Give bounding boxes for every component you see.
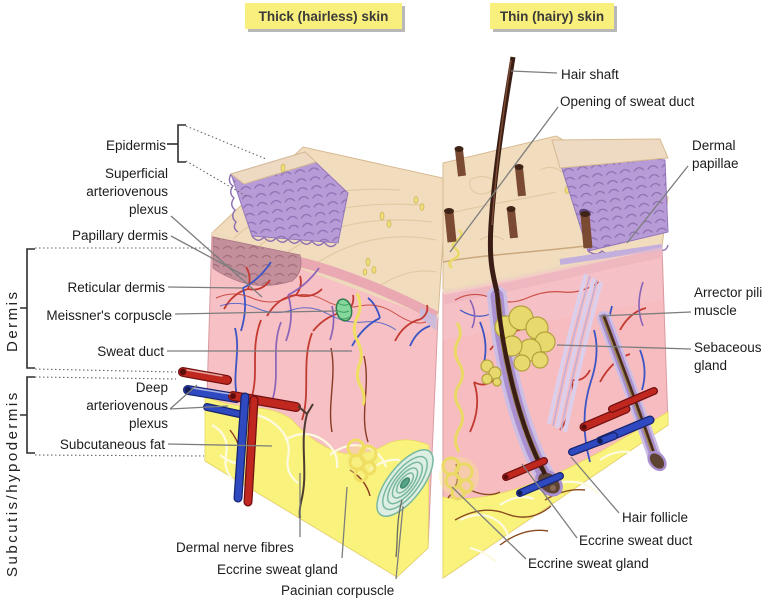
arrector-pili-muscle <box>547 273 603 433</box>
label-eccrine-sweat-gland-bottom: Eccrine sweat gland <box>217 562 338 577</box>
label-epidermis: Epidermis <box>105 138 166 153</box>
title-thin-skin: Thin (hairy) skin <box>490 3 614 29</box>
label-dermal-nerve-fibres: Dermal nerve fibres <box>176 540 294 555</box>
label-papillary-dermis: Papillary dermis <box>71 228 168 243</box>
label-hair-follicle: Hair follicle <box>622 510 689 525</box>
leader-hair-follicle <box>570 456 620 514</box>
thick-skin-block <box>178 146 448 578</box>
hair-stubs <box>444 146 593 249</box>
leader-papillary-dermis <box>170 235 248 278</box>
leader-dermal-papillae <box>626 165 689 244</box>
leader-lines <box>167 70 692 580</box>
epidermis-bracket <box>177 124 186 163</box>
subcutis-bracket <box>20 376 35 454</box>
label-pacinian-corpuscle: Pacinian corpuscle <box>281 583 395 598</box>
label-opening-of-sweat-duct: Opening of sweat duct <box>560 94 695 109</box>
leader-arrector-pili <box>598 311 692 317</box>
dotted-guides <box>34 125 267 457</box>
title-thin-skin-text: Thin (hairy) skin <box>499 8 605 24</box>
label-dermal-papillae: Dermal papillae <box>692 138 739 172</box>
pacinian-corpuscle <box>376 449 434 558</box>
sebaceous-gland <box>480 305 556 387</box>
leader-pacinian <box>395 505 404 580</box>
leader-sebaceous-gland <box>556 344 692 350</box>
eccrine-sweat-gland <box>439 229 479 501</box>
label-sweat-duct: Sweat duct <box>97 344 164 359</box>
title-thick-skin-text: Thick (hairless) skin <box>258 8 389 24</box>
leader-superficial-plexus <box>170 215 263 298</box>
leader-hair-shaft <box>510 70 558 74</box>
leader-deep-plexus <box>169 384 229 410</box>
leader-reticular-dermis <box>167 286 244 289</box>
label-sebaceous-gland: Sebaceous gland <box>694 340 762 374</box>
label-eccrine-sweat-duct: Eccrine sweat duct <box>579 533 693 548</box>
thin-skin-pipes <box>502 387 658 497</box>
superficial-plexus-vessels <box>215 261 431 497</box>
brackets <box>20 124 186 454</box>
label-eccrine-sweat-gland-right: Eccrine sweat gland <box>528 556 649 571</box>
deep-plexus-pipes <box>178 367 301 507</box>
hair-follicle-secondary <box>597 311 667 472</box>
label-superficial-plexus: Superficial arteriovenous plexus <box>86 166 168 218</box>
sweat-duct-gland <box>346 292 378 483</box>
leader-eccrine-gland-right <box>451 486 527 560</box>
leader-meissner <box>174 310 338 315</box>
label-hair-shaft: Hair shaft <box>561 67 619 82</box>
label-reticular-dermis: Reticular dermis <box>67 280 165 295</box>
label-subcutis-region: Subcutis/hypodermis <box>4 390 21 577</box>
hair-shaft <box>487 56 547 476</box>
leader-subcutaneous-fat <box>167 443 273 447</box>
label-deep-plexus: Deep arteriovenous plexus <box>86 380 168 432</box>
thin-skin-block <box>439 56 669 579</box>
label-dermis-region: Dermis <box>4 289 21 353</box>
epidermis-flap <box>228 151 349 248</box>
leader-eccrine-sweat-duct <box>521 463 578 539</box>
leader-eccrine-gland-bottom <box>341 486 348 559</box>
label-arrector-pili: Arrector pili muscle <box>694 285 763 319</box>
thin-skin-vessels <box>447 281 647 546</box>
title-thick-skin: Thick (hairless) skin <box>245 3 402 29</box>
label-meissners-corpuscle: Meissner's corpuscle <box>46 308 172 323</box>
dermis-bracket <box>20 248 35 369</box>
label-subcutaneous-fat: Subcutaneous fat <box>59 437 165 452</box>
leader-opening-sweat-duct <box>449 106 559 253</box>
subcutaneous-fat <box>204 396 430 578</box>
